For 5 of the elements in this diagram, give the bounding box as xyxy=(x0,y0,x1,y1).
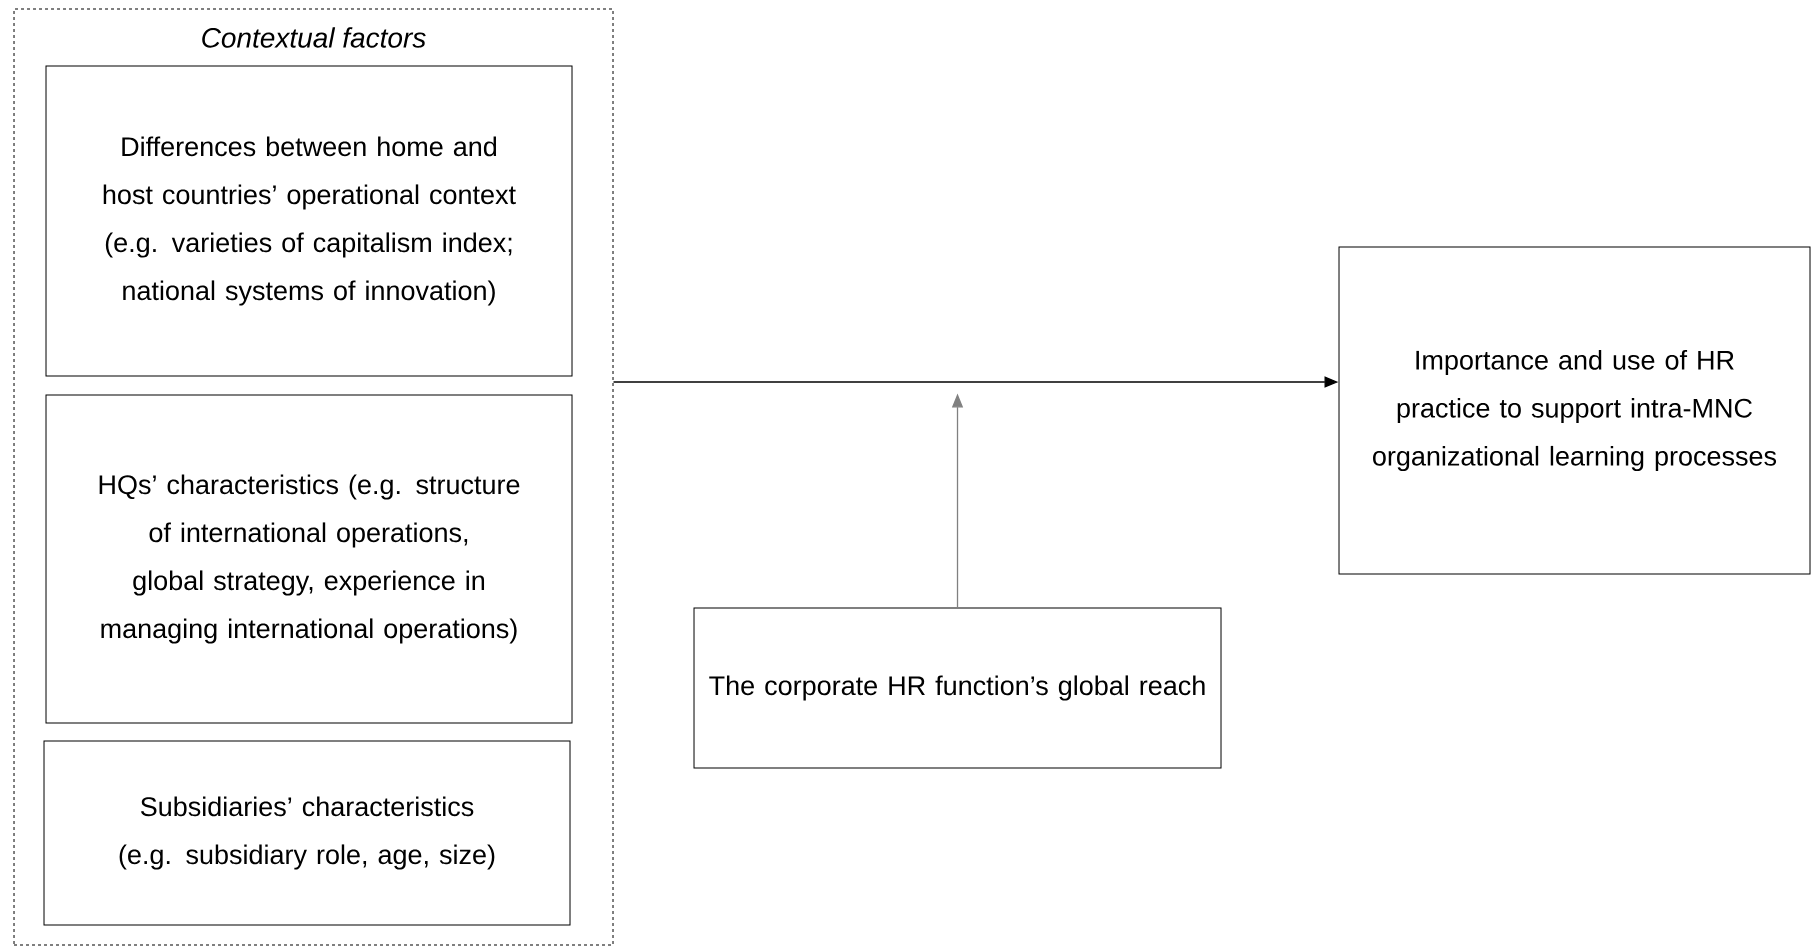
text-box: The corporate HR function’s global reach xyxy=(693,607,1222,769)
text-box: HQs’ characteristics (e.g. structure of international operations, global strategy, experience in managing international operations) xyxy=(45,394,573,724)
text-box: Differences between home and host countries’ operational context (e.g. varieties of capitalism index; national systems of innovation) xyxy=(45,65,573,377)
text-box: Importance and use of HR practice to support intra-MNC organizational learning processes xyxy=(1338,246,1811,575)
text-box: Subsidiaries’ characteristics (e.g. subsidiary role, age, size) xyxy=(43,740,571,926)
